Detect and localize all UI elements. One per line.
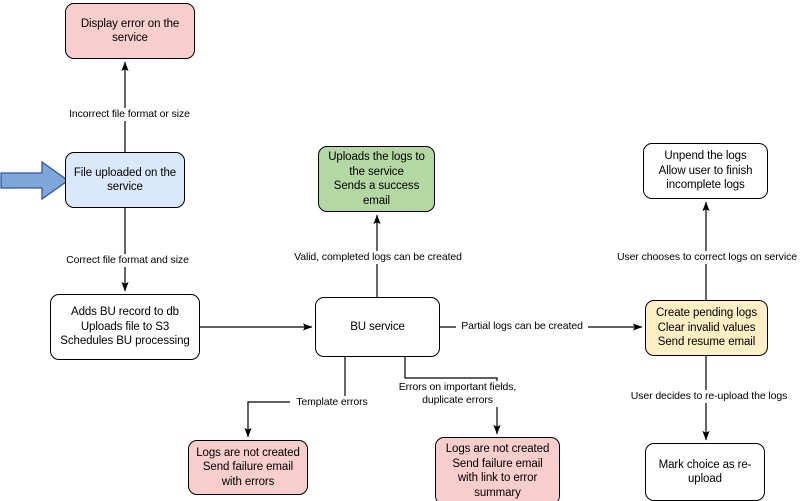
node-file-uploaded[interactable]: File uploaded on the service [65, 152, 185, 208]
edge-label-incorrect-format: Incorrect file format or size [60, 108, 199, 121]
node-display-error[interactable]: Display error on the service [65, 3, 195, 59]
node-file-uploaded-label: File uploaded on the service [73, 166, 177, 194]
edge-label-valid-logs: Valid, completed logs can be created [285, 251, 471, 264]
edge-label-user-corrects-logs: User chooses to correct logs on service [609, 251, 801, 264]
node-display-error-label: Display error on the service [80, 17, 180, 45]
node-unpend-logs[interactable]: Unpend the logs Allow user to finish inc… [643, 143, 768, 199]
node-unpend-logs-label: Unpend the logs Allow user to finish inc… [658, 150, 753, 192]
node-uploads-logs-success[interactable]: Uploads the logs to the service Sends a … [318, 146, 435, 212]
edge-label-errors-important-fields: Errors on important fields, duplicate er… [392, 381, 523, 407]
node-mark-choice-reupload[interactable]: Mark choice as re- upload [645, 443, 765, 501]
node-uploads-logs-success-label: Uploads the logs to the service Sends a … [328, 151, 425, 207]
node-bu-service[interactable]: BU service [315, 297, 440, 357]
node-logs-not-created-summary[interactable]: Logs are not created Send failure email … [435, 437, 560, 501]
edge-label-correct-format: Correct file format and size [58, 254, 197, 267]
node-adds-bu-record-label: Adds BU record to db Uploads file to S3 … [60, 306, 190, 348]
node-logs-not-created-errors-label: Logs are not created Send failure email … [196, 446, 300, 488]
node-adds-bu-record[interactable]: Adds BU record to db Uploads file to S3 … [50, 294, 200, 360]
node-bu-service-label: BU service [350, 320, 405, 333]
node-logs-not-created-summary-label: Logs are not created Send failure email … [445, 443, 550, 499]
node-create-pending-logs[interactable]: Create pending logs Clear invalid values… [645, 300, 768, 356]
edge-label-user-reupload: User decides to re-upload the logs [617, 390, 801, 403]
node-mark-choice-reupload-label: Mark choice as re- upload [658, 458, 752, 486]
edge-label-template-errors: Template errors [290, 396, 374, 409]
node-logs-not-created-errors[interactable]: Logs are not created Send failure email … [188, 440, 308, 495]
node-create-pending-logs-label: Create pending logs Clear invalid values… [655, 307, 758, 349]
entry-block-arrow-icon [0, 160, 70, 201]
edge-label-partial-logs: Partial logs can be created [456, 320, 588, 333]
